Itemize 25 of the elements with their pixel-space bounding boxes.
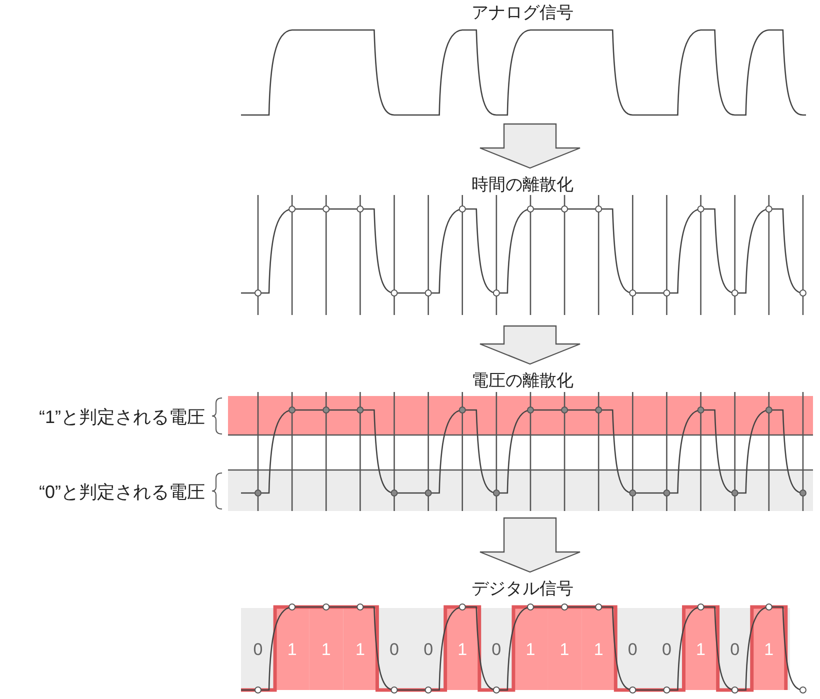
stage-title: アナログ信号	[472, 2, 574, 24]
bit-digit: 1	[320, 640, 332, 660]
stage-title: デジタル信号	[472, 578, 574, 600]
bit-digit: 1	[558, 640, 570, 660]
stage-title: 電圧の離散化	[472, 370, 574, 392]
voltage-level-label: “1”と判定される電圧	[39, 406, 205, 429]
bit-digit: 1	[456, 640, 468, 660]
block-arrow	[479, 325, 581, 365]
bit-digit: 0	[388, 640, 400, 660]
bit-digit: 0	[626, 640, 638, 660]
stage-title: 時間の離散化	[472, 174, 574, 196]
bit-digit: 0	[490, 640, 502, 660]
bit-digit: 0	[252, 640, 264, 660]
bit-digit: 1	[524, 640, 536, 660]
voltage-level-label: “0”と判定される電圧	[39, 481, 205, 504]
bit-digit: 0	[729, 640, 741, 660]
block-arrow	[479, 123, 581, 169]
bit-digit: 1	[763, 640, 775, 660]
bit-digit: 1	[695, 640, 706, 660]
bit-digit: 1	[286, 640, 298, 660]
block-arrow	[479, 517, 581, 573]
bit-digit: 0	[660, 640, 672, 660]
bit-digit: 0	[422, 640, 434, 660]
bit-digit: 1	[354, 640, 366, 660]
bit-digit: 1	[592, 640, 604, 660]
